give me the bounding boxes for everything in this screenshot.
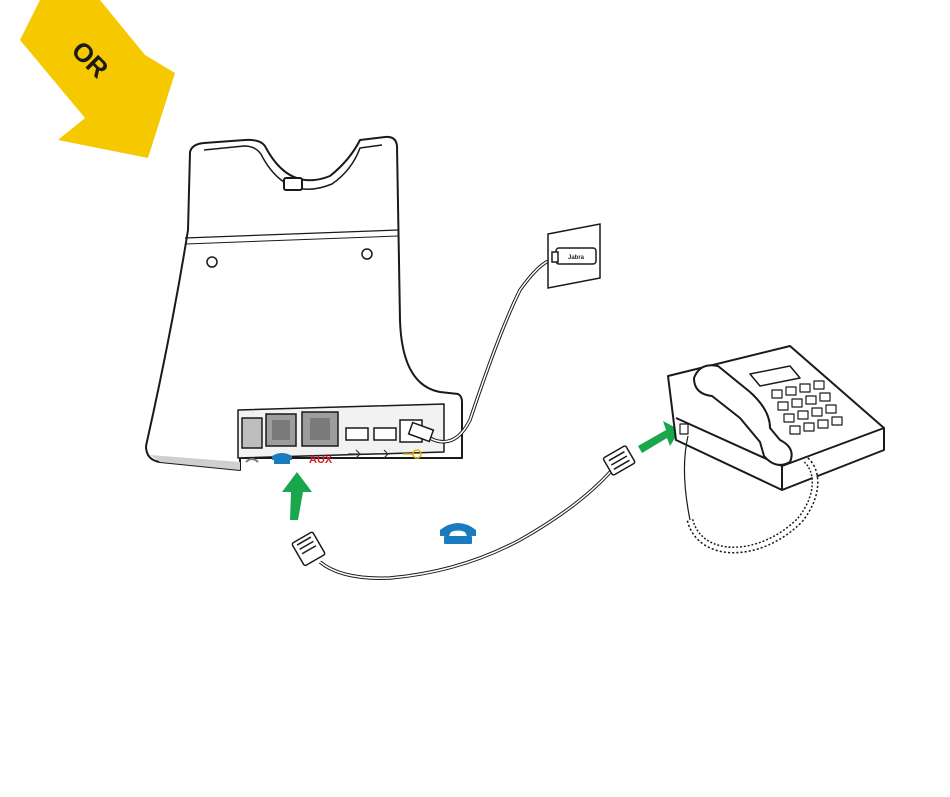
desk-phone-handset-port: [680, 424, 688, 434]
rj-connector-right: [603, 445, 636, 475]
or-arrow: OR: [20, 0, 175, 158]
headset-port: [242, 418, 262, 448]
screw-hole-left: [207, 257, 217, 267]
headset-icon: [246, 459, 258, 462]
phone-cable-badge: [440, 523, 476, 544]
cradle-latch: [284, 178, 302, 190]
arrow-to-base-port: [282, 472, 312, 520]
usb-port-2: [374, 428, 396, 440]
desk-phone: [668, 346, 884, 490]
rj-connector-left: [292, 532, 326, 567]
usb-port-1: [346, 428, 368, 440]
phone-handset-icon: [440, 523, 476, 536]
phone-port-icon: [272, 453, 292, 464]
adapter-brand: Jabra: [568, 255, 585, 261]
phone-cable: [292, 445, 636, 578]
screw-hole-right: [362, 249, 372, 259]
wall-adapter: Jabra: [548, 224, 600, 288]
aux-label: AUX: [309, 454, 333, 466]
